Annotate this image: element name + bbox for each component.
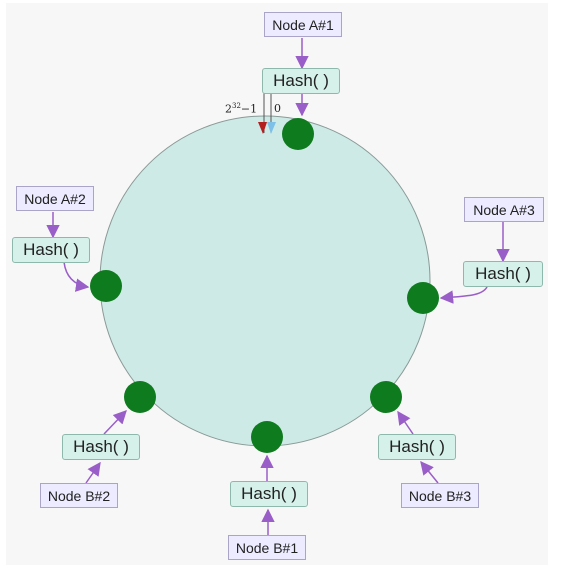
arrow-hash-b2-to-ring — [103, 410, 127, 435]
hash-a2-box: Hash( ) — [12, 237, 90, 263]
ring-point-b1 — [251, 421, 283, 453]
arrow-hash-a3-to-ring — [439, 286, 488, 304]
node-a3-box: Node A#3 — [464, 197, 544, 222]
ring-point-a2 — [90, 270, 122, 302]
hash-b3-box: Hash( ) — [378, 434, 456, 460]
ring-end-marker — [258, 122, 267, 134]
hash-b2-box: Hash( ) — [62, 434, 140, 460]
ring-start-label: 0 — [274, 102, 281, 115]
arrow-hash-a2-to-ring — [63, 261, 90, 292]
ring-point-a1 — [282, 118, 314, 150]
ring-start-marker — [267, 122, 276, 134]
ring-point-a3 — [407, 282, 439, 314]
node-a1-box: Node A#1 — [264, 12, 342, 37]
ring-point-b3 — [370, 381, 402, 413]
hash-b1-box: Hash( ) — [230, 481, 308, 507]
ring-point-b2 — [124, 381, 156, 413]
ring-end-label: 232−1 — [225, 102, 258, 116]
arrow-node-b3-to-hash — [420, 460, 439, 484]
arrow-hash-b3-to-ring — [397, 410, 414, 435]
hash-a1-box: Hash( ) — [262, 68, 340, 94]
arrow-node-b2-to-hash — [85, 461, 101, 484]
node-b3-box: Node B#3 — [401, 483, 479, 508]
node-b1-box: Node B#1 — [228, 535, 306, 560]
node-a2-box: Node A#2 — [16, 186, 94, 211]
hash-a3-box: Hash( ) — [463, 261, 543, 287]
node-b2-box: Node B#2 — [40, 483, 118, 508]
